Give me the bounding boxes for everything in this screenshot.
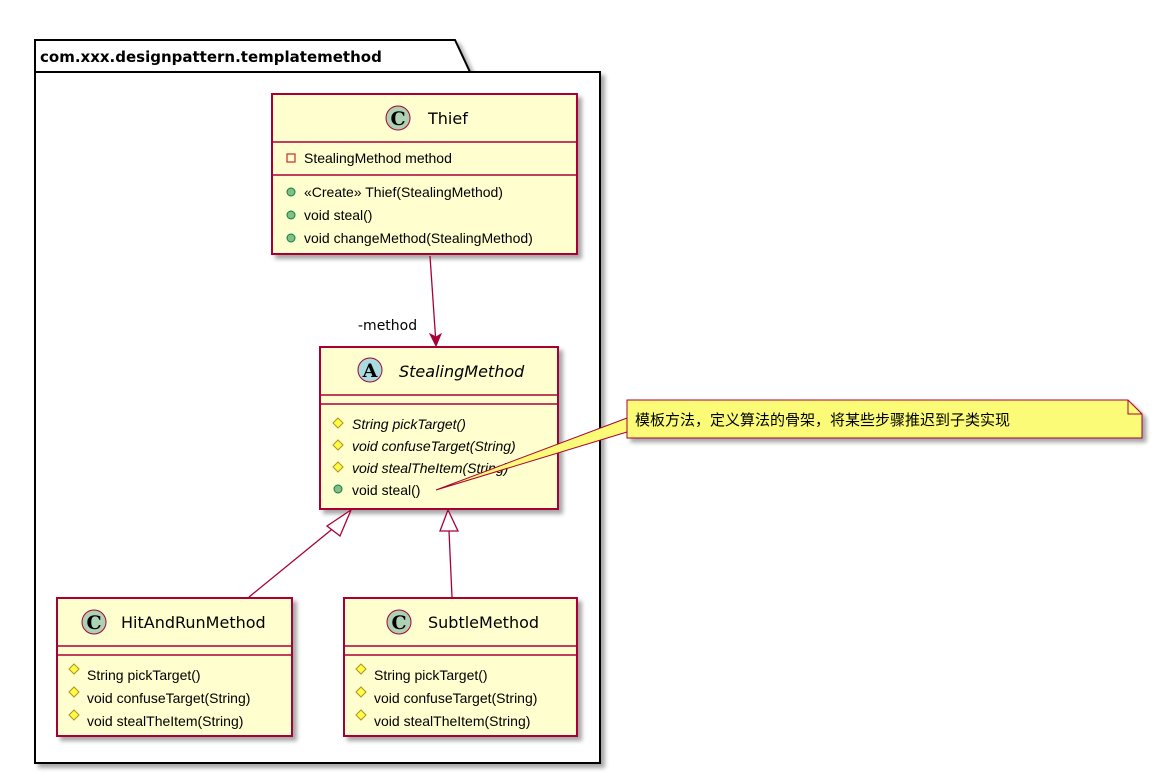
method: void confuseTarget(String) xyxy=(374,690,537,706)
protected-method-icon xyxy=(68,709,80,721)
protected-method-icon xyxy=(355,663,367,675)
abstract-stereotype-icon: A xyxy=(357,357,383,383)
protected-method-icon xyxy=(332,439,344,451)
association-role-label: -method xyxy=(358,318,417,334)
class-stereotype-icon: C xyxy=(386,609,412,635)
method: void stealTheItem(String) xyxy=(352,460,508,476)
svg-text:C: C xyxy=(391,612,406,634)
note: 模板方法，定义算法的骨架，将某些步骤推迟到子类实现 xyxy=(435,399,1143,491)
package-name: com.xxx.designpattern.templatemethod xyxy=(40,48,382,66)
method: void stealTheItem(String) xyxy=(374,713,530,729)
protected-method-icon xyxy=(355,709,367,721)
public-method-icon xyxy=(333,484,343,494)
class-subtle-method[interactable]: C SubtleMethod String pickTarget() void … xyxy=(343,597,578,737)
method: String pickTarget() xyxy=(374,667,488,683)
private-field-icon xyxy=(286,153,296,163)
note-text: 模板方法，定义算法的骨架，将某些步骤推迟到子类实现 xyxy=(635,411,1010,429)
svg-text:A: A xyxy=(362,360,378,382)
class-thief[interactable]: C Thief StealingMethod method «Create» T… xyxy=(271,93,578,255)
inheritance-arrow xyxy=(248,508,353,598)
class-stereotype-icon: C xyxy=(81,609,107,635)
svg-text:C: C xyxy=(86,612,101,634)
association-arrow: -method xyxy=(358,255,443,348)
protected-method-icon xyxy=(332,417,344,429)
class-name: HitAndRunMethod xyxy=(121,613,266,632)
class-stealing-method[interactable]: A StealingMethod String pickTarget() voi… xyxy=(319,346,559,510)
method: void confuseTarget(String) xyxy=(87,690,250,706)
protected-method-icon xyxy=(68,686,80,698)
svg-text:C: C xyxy=(390,108,405,130)
method: String pickTarget() xyxy=(87,667,201,683)
method: void steal() xyxy=(352,482,420,498)
protected-method-icon xyxy=(68,663,80,675)
public-method-icon xyxy=(286,210,296,220)
method: void stealTheItem(String) xyxy=(87,713,243,729)
method: void changeMethod(StealingMethod) xyxy=(304,230,533,246)
method: void confuseTarget(String) xyxy=(352,438,516,454)
inheritance-arrow xyxy=(439,508,460,598)
public-method-icon xyxy=(286,187,296,197)
method: String pickTarget() xyxy=(352,416,466,432)
protected-method-icon xyxy=(355,686,367,698)
class-name: Thief xyxy=(427,109,468,128)
field: StealingMethod method xyxy=(304,150,452,166)
public-method-icon xyxy=(286,233,296,243)
protected-method-icon xyxy=(332,461,344,473)
method: void steal() xyxy=(304,207,372,223)
class-stereotype-icon: C xyxy=(385,105,411,131)
class-name: SubtleMethod xyxy=(428,613,539,632)
class-name: StealingMethod xyxy=(399,362,525,381)
class-hit-and-run-method[interactable]: C HitAndRunMethod String pickTarget() vo… xyxy=(56,597,293,737)
method: «Create» Thief(StealingMethod) xyxy=(304,184,503,200)
